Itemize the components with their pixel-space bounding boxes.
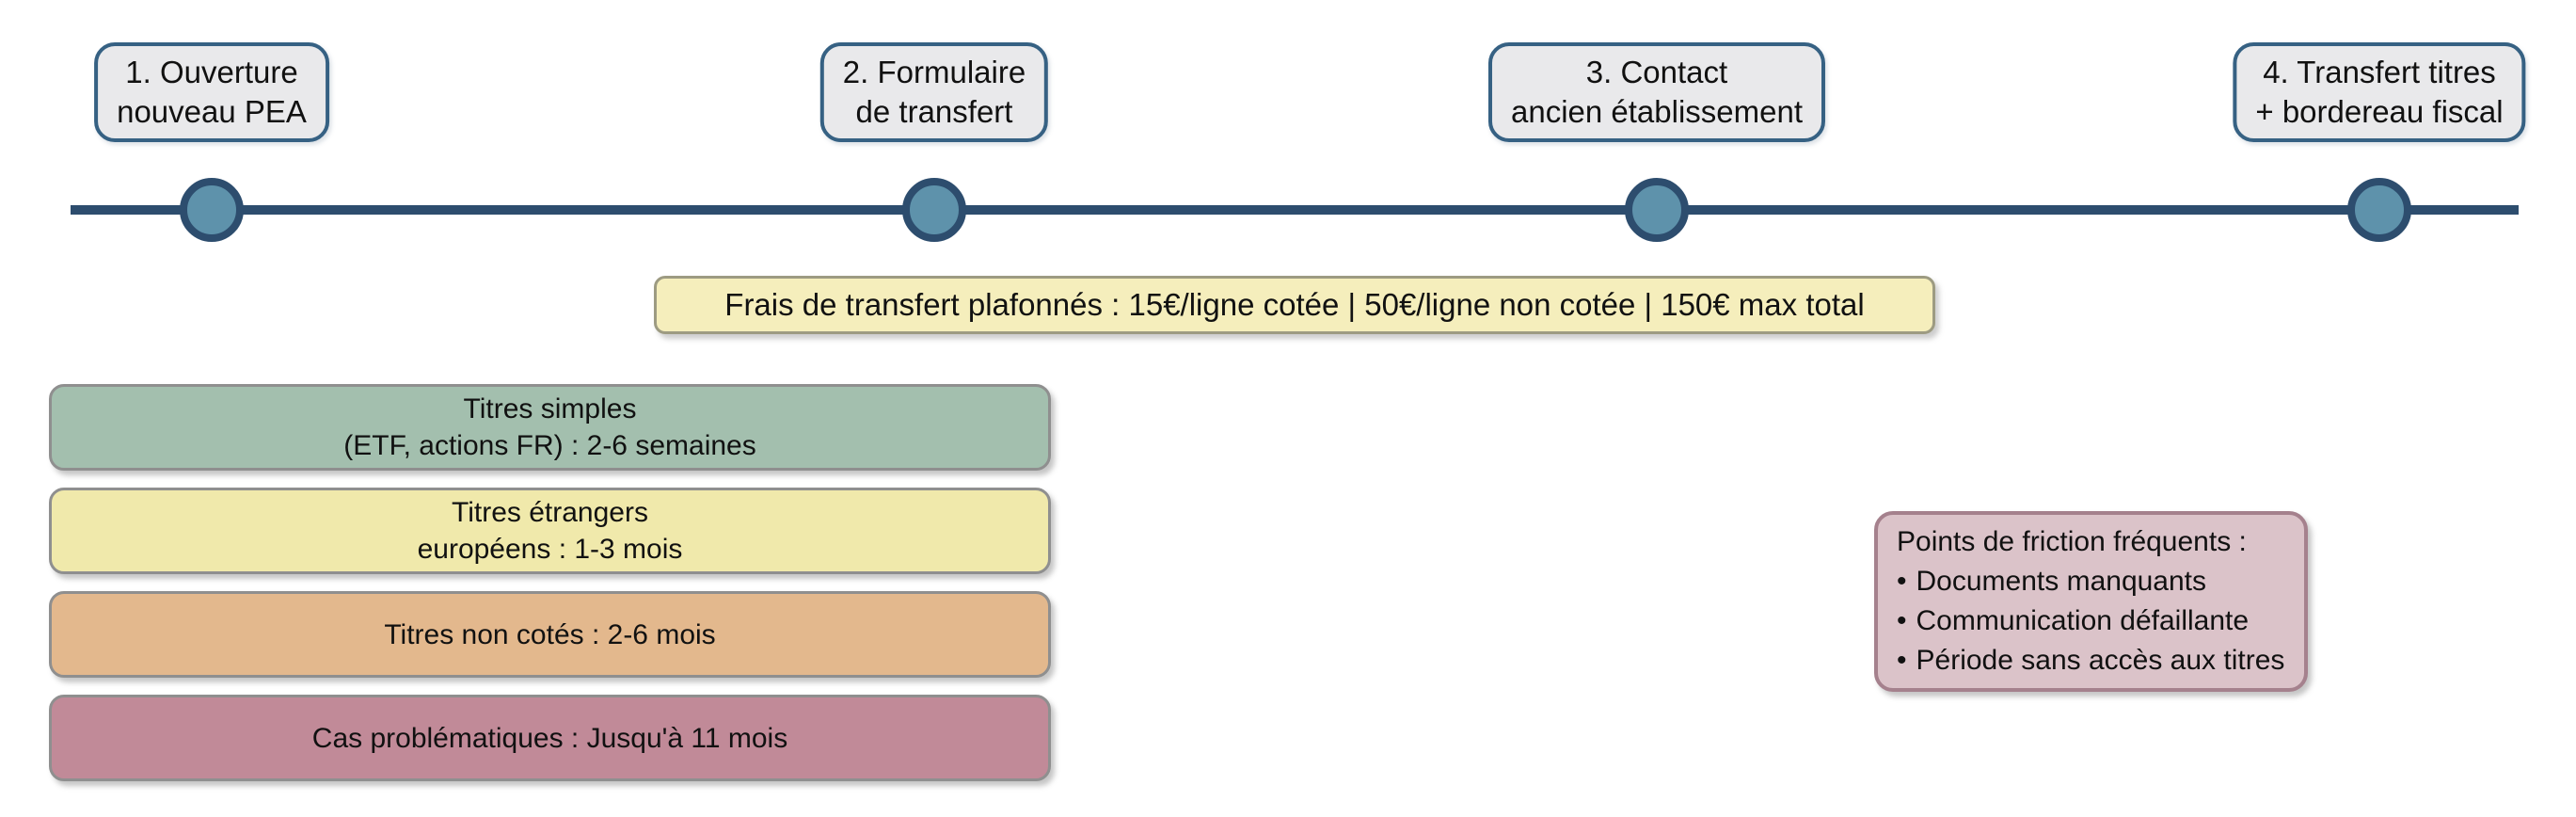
friction-item-label: Période sans accès aux titres [1916, 645, 2285, 676]
friction-panel: Points de friction fréquents : • Document… [1874, 511, 2308, 692]
timeline-step-label: 3. Contact [1585, 55, 1728, 89]
bullet-icon: • [1897, 566, 1907, 597]
friction-item-label: Communication défaillante [1916, 605, 2250, 636]
friction-panel-title: Points de friction fréquents : [1897, 526, 2247, 557]
duration-box: Titres étrangers européens : 1-3 mois [49, 488, 1051, 574]
duration-box-label: (ETF, actions FR) : 2-6 semaines [343, 430, 756, 461]
duration-box: Titres simples (ETF, actions FR) : 2-6 se… [49, 384, 1051, 471]
timeline-step-label: 1. Ouverture [125, 55, 298, 89]
timeline-step-label: de transfert [855, 94, 1013, 129]
friction-item: • Période sans accès aux titres [1897, 641, 2285, 681]
fees-banner: Frais de transfert plafonnés : 15€/ligne… [654, 276, 1935, 334]
timeline-step-label: ancien établissement [1510, 94, 1804, 129]
timeline-step-box: 1. Ouverture nouveau PEA [94, 42, 329, 142]
friction-item-label: Documents manquants [1916, 566, 2207, 597]
duration-box: Cas problématiques : Jusqu'à 11 mois [49, 695, 1051, 781]
duration-box-label: européens : 1-3 mois [417, 534, 683, 565]
duration-box-label: Titres étrangers [452, 497, 648, 528]
timeline-node-icon [1625, 178, 1689, 242]
timeline-line [71, 205, 2519, 215]
timeline-node-icon [180, 178, 244, 242]
timeline-step-label: nouveau PEA [117, 94, 307, 129]
timeline-step-box: 2. Formulaire de transfert [819, 42, 1049, 142]
timeline-step-label: 4. Transfert titres [2263, 55, 2496, 89]
bullet-icon: • [1897, 605, 1907, 636]
duration-box-label: Titres non cotés : 2-6 mois [384, 618, 716, 650]
fees-banner-text: Frais de transfert plafonnés : 15€/ligne… [724, 287, 1865, 322]
timeline-step-label: + bordereau fiscal [2255, 94, 2504, 129]
duration-box-label: Titres simples [463, 393, 637, 425]
timeline-step-box: 4. Transfert titres + bordereau fiscal [2233, 42, 2526, 142]
friction-item: • Documents manquants [1897, 562, 2285, 601]
duration-box: Titres non cotés : 2-6 mois [49, 591, 1051, 678]
timeline-step-box: 3. Contact ancien établissement [1487, 42, 1826, 142]
timeline-node-icon [902, 178, 966, 242]
timeline-node-icon [2347, 178, 2411, 242]
bullet-icon: • [1897, 645, 1907, 676]
duration-box-label: Cas problématiques : Jusqu'à 11 mois [311, 722, 788, 754]
friction-item: • Communication défaillante [1897, 601, 2285, 641]
timeline-step-label: 2. Formulaire [842, 55, 1026, 89]
